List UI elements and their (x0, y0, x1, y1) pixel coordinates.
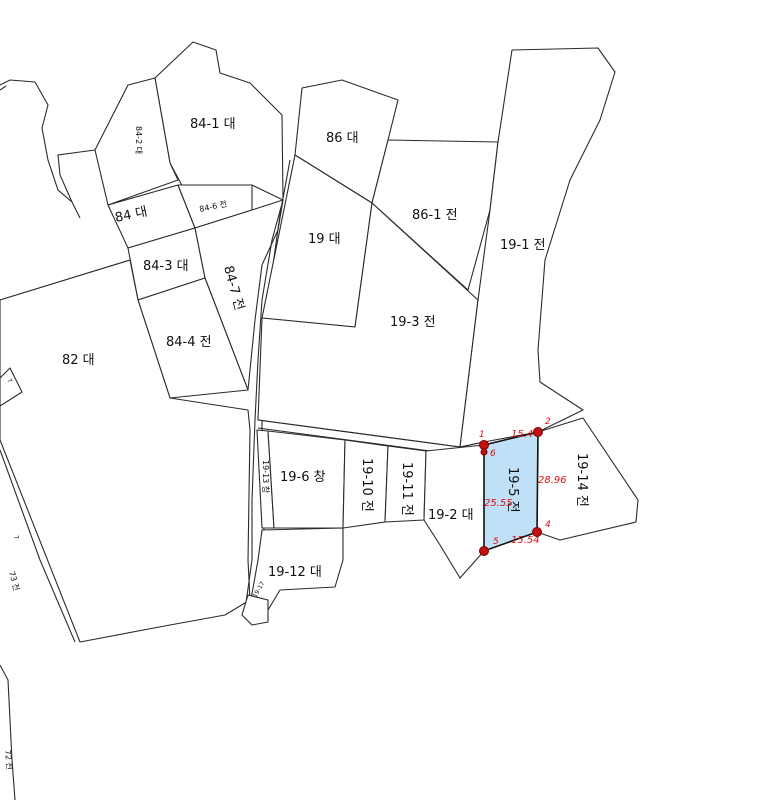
label-parcel-84-3: 84-3 대 (143, 259, 189, 274)
vertex-label-5: 5 (493, 537, 499, 547)
label-parcel-82: 82 대 (62, 353, 95, 368)
parcel-19-1[interactable] (459, 47, 616, 448)
parcel-19-17[interactable] (241, 594, 269, 626)
label-parcel-19-3: 19-3 전 (390, 315, 436, 330)
vertex-label-1: 1 (479, 430, 485, 440)
label-parcel-7-road: 7 (12, 535, 20, 541)
measurement-right: 28.96 (538, 475, 567, 486)
vertex-label-6: 6 (490, 449, 496, 459)
parcel-boundary-left (0, 79, 81, 219)
label-parcel-84-1: 84-1 대 (190, 117, 236, 132)
label-parcel-19-5: 19-5 전 (505, 467, 520, 513)
vertex-marker-2[interactable] (533, 427, 543, 437)
parcel-19-12[interactable] (249, 527, 344, 611)
label-parcel-19-1: 19-1 전 (500, 238, 546, 253)
parcel-boundary-84-2-outer (57, 149, 96, 203)
parcel-7[interactable] (0, 367, 23, 407)
measurement-left: 25.55 (484, 498, 513, 509)
label-parcel-19-12: 19-12 대 (268, 565, 322, 580)
parcel-boundary-left-2 (0, 85, 7, 91)
label-parcel-19-13: 19-13 창 (261, 460, 270, 494)
label-parcel-7-small: 7 (5, 378, 13, 385)
vertex-marker-6[interactable] (480, 448, 488, 456)
vertex-label-2: 2 (545, 417, 551, 427)
measurement-bottom: 15.54 (511, 535, 540, 546)
label-parcel-84-4: 84-4 전 (166, 335, 212, 350)
label-parcel-86-1: 86-1 전 (412, 208, 458, 223)
parcel-boundary-82-inner (0, 449, 76, 643)
label-parcel-72: 72 전 (3, 749, 15, 770)
label-parcel-19-10: 19-10 전 (359, 458, 374, 512)
road-strip-top (257, 419, 461, 448)
vertex-marker-1[interactable] (479, 440, 489, 450)
label-parcel-84-2: 84-2 대 (134, 126, 143, 154)
label-parcel-19-11: 19-11 전 (399, 462, 414, 516)
label-parcel-84: 84 대 (114, 204, 149, 225)
parcel-86-1[interactable] (371, 139, 499, 291)
vertex-label-4: 4 (545, 520, 551, 530)
label-parcel-19: 19 대 (308, 232, 341, 247)
vertex-marker-4[interactable] (532, 527, 542, 537)
parcel-boundary-bottom-left (0, 664, 16, 800)
label-parcel-19-6: 19-6 창 (280, 470, 326, 485)
road-boundary-a (244, 199, 284, 611)
vertex-marker-5[interactable] (479, 546, 489, 556)
parcel-82[interactable] (0, 259, 251, 643)
label-parcel-73: 73 전 (7, 570, 22, 592)
measurement-top: 15.44 (511, 429, 540, 440)
label-parcel-19-14: 19-14 전 (574, 453, 589, 507)
label-parcel-19-2: 19-2 대 (428, 508, 474, 523)
label-parcel-86: 86 대 (326, 131, 359, 146)
